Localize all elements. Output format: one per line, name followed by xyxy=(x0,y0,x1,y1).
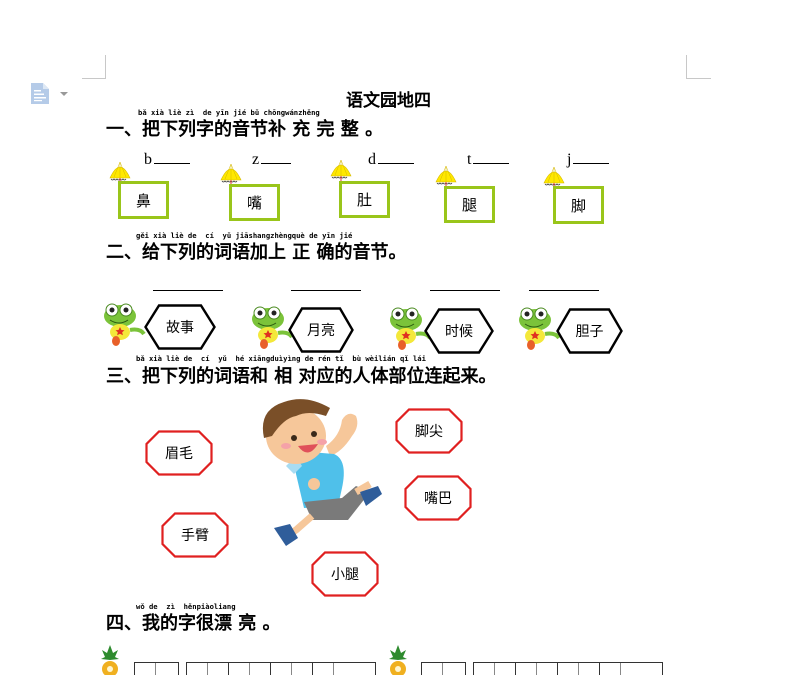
margin-corner-top-right xyxy=(686,55,711,79)
grid-cell[interactable] xyxy=(313,663,334,675)
umbrella-icon xyxy=(220,163,242,187)
umbrella-icon xyxy=(330,159,352,183)
section3-heading: 三、把下列的词语和 相 对应的人体部位连起来。 xyxy=(106,366,497,387)
section4-pinyin: wǒ de zì hěnpiàoliang xyxy=(136,602,236,611)
word-octagon-mouth[interactable]: 嘴巴 xyxy=(404,475,472,521)
grid-cell[interactable] xyxy=(422,663,443,675)
grid-cell[interactable] xyxy=(443,663,464,675)
grid-cell[interactable] xyxy=(495,663,516,675)
section1-heading: 一、把下列字的音节补 充 完 整 。 xyxy=(106,119,384,140)
section3-pinyin: bǎ xià liè de cí yǔ hé xiāngduìyìng de r… xyxy=(136,354,426,363)
frog-icon xyxy=(104,303,146,346)
word-octagon-tiptoe[interactable]: 脚尖 xyxy=(395,408,463,454)
word-octagon-calf[interactable]: 小腿 xyxy=(311,551,379,597)
grid-cell[interactable] xyxy=(156,663,177,675)
answer-line[interactable] xyxy=(430,290,500,291)
section2-pinyin: gěi xià liè de cí yǔ jiāshangzhèngquè de… xyxy=(136,231,353,240)
char-box-foot: 脚 xyxy=(553,186,604,224)
document-icon[interactable] xyxy=(31,83,49,104)
word-octagon-eyebrow[interactable]: 眉毛 xyxy=(145,430,213,476)
grid-cell[interactable] xyxy=(229,663,250,675)
pineapple-icon xyxy=(389,645,407,675)
word-octagon-arm[interactable]: 手臂 xyxy=(161,512,229,558)
pinyin-writing-grid[interactable] xyxy=(421,662,466,675)
grid-cell[interactable] xyxy=(516,663,537,675)
grid-cell[interactable] xyxy=(135,663,156,675)
pinyin-blank-d[interactable]: d xyxy=(368,150,414,169)
pinyin-writing-grid[interactable] xyxy=(134,662,179,675)
character-writing-grid[interactable] xyxy=(186,662,376,675)
page-title: 语文园地四 xyxy=(346,91,431,111)
word-hexagon: 胆子 xyxy=(556,308,623,354)
margin-corner-top-left xyxy=(82,55,106,79)
section4-heading: 四、我的字很漂 亮 。 xyxy=(106,613,281,634)
grid-cell[interactable] xyxy=(558,663,579,675)
pineapple-icon xyxy=(101,645,119,675)
char-box-leg: 腿 xyxy=(444,186,495,223)
grid-cell[interactable] xyxy=(474,663,495,675)
character-writing-grid[interactable] xyxy=(473,662,663,675)
answer-line[interactable] xyxy=(153,290,223,291)
pinyin-blank-z[interactable]: z xyxy=(252,150,292,169)
word-hexagon: 月亮 xyxy=(288,307,354,353)
char-box-nose: 鼻 xyxy=(118,181,169,219)
caret-down-icon[interactable] xyxy=(60,92,68,96)
section2-heading: 二、给下列的词语加上 正 确的音节。 xyxy=(106,242,407,263)
grid-cell[interactable] xyxy=(621,663,642,675)
frog-icon xyxy=(519,307,561,350)
pinyin-blank-j[interactable]: j xyxy=(567,150,610,169)
grid-cell[interactable] xyxy=(187,663,208,675)
pinyin-blank-b[interactable]: b xyxy=(144,150,190,169)
section1-pinyin: bǎ xià liè zì de yīn jié bǔ chōngwánzhěn… xyxy=(138,108,320,117)
running-boy-illustration xyxy=(262,399,382,546)
pinyin-blank-t[interactable]: t xyxy=(467,150,510,169)
grid-cell[interactable] xyxy=(292,663,313,675)
grid-cell[interactable] xyxy=(600,663,621,675)
word-hexagon: 时候 xyxy=(424,308,494,354)
answer-line[interactable] xyxy=(529,290,599,291)
frog-icon xyxy=(252,306,294,349)
grid-cell[interactable] xyxy=(208,663,229,675)
char-box-mouth: 嘴 xyxy=(229,184,280,221)
grid-cell[interactable] xyxy=(537,663,558,675)
grid-cell[interactable] xyxy=(334,663,355,675)
frog-icon xyxy=(390,307,432,350)
grid-cell[interactable] xyxy=(250,663,271,675)
word-hexagon: 故事 xyxy=(144,304,216,350)
answer-line[interactable] xyxy=(291,290,361,291)
char-box-belly: 肚 xyxy=(339,181,390,218)
grid-cell[interactable] xyxy=(579,663,600,675)
grid-cell[interactable] xyxy=(271,663,292,675)
